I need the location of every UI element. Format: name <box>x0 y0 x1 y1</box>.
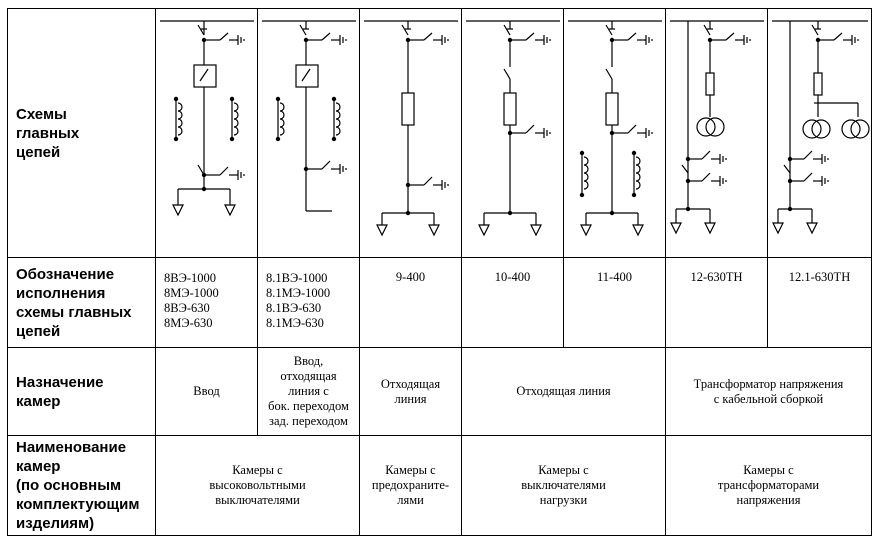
header-line: Схемы <box>16 105 67 123</box>
naming-text: нагрузки <box>539 493 588 507</box>
designation-cell-12: 12-630ТН <box>665 257 768 348</box>
designation-code: 10-400 <box>494 270 531 284</box>
header-line: камер <box>16 458 61 475</box>
naming-cell-load-switches: Камеры с выключателями нагрузки <box>461 435 666 536</box>
header-line: Наименование <box>16 439 127 456</box>
scheme-diagram-8-1 <box>257 8 360 258</box>
designation-cell-8: 8ВЭ-1000 8МЭ-1000 8ВЭ-630 8МЭ-630 <box>155 257 258 348</box>
naming-text: Камеры с <box>232 463 283 477</box>
naming-text: Камеры с <box>743 463 794 477</box>
header-line: изделиям) <box>16 515 95 532</box>
purpose-text: Трансформатор напряжения <box>693 376 844 391</box>
purpose-text: бок. переходом <box>268 399 349 413</box>
designation-cell-10: 10-400 <box>461 257 564 348</box>
naming-cell-fuses: Камеры с предохраните- лями <box>359 435 462 536</box>
purpose-cell-8-1: Ввод, отходящая линия с бок. переходом з… <box>257 347 360 436</box>
designation-cell-8-1: 8.1ВЭ-1000 8.1МЭ-1000 8.1ВЭ-630 8.1МЭ-63… <box>257 257 360 348</box>
purpose-text: Отходящая линия <box>516 384 611 398</box>
header-line: комплектующим <box>16 496 140 513</box>
naming-text: Камеры с <box>538 463 589 477</box>
row-naming: Наименование камер (по основным комплект… <box>7 435 872 536</box>
designation-code: 11-400 <box>597 270 632 284</box>
designation-code: 9-400 <box>395 270 426 284</box>
naming-text: напряжения <box>736 493 801 507</box>
row-header-naming: Наименование камер (по основным комплект… <box>7 435 156 536</box>
naming-text: трансформаторами <box>717 478 820 492</box>
row-header-designation: Обозначение исполнения схемы главных цеп… <box>7 257 156 348</box>
purpose-text: отходящая <box>280 369 337 383</box>
designation-cell-9: 9-400 <box>359 257 462 348</box>
naming-text: выключателями <box>521 478 606 492</box>
naming-text: Камеры с <box>385 463 436 477</box>
designation-code: 8.1МЭ-630 <box>266 316 324 330</box>
designation-code: 12.1-630ТН <box>788 270 851 284</box>
naming-text: высоковольтными <box>209 478 306 492</box>
header-line: цепей <box>16 143 61 161</box>
purpose-text: Ввод, <box>293 354 324 368</box>
header-line: главных <box>16 124 80 142</box>
header-line: (по основным <box>16 477 122 494</box>
scheme-diagram-8 <box>155 8 258 258</box>
purpose-text: линия с <box>288 384 329 398</box>
designation-code: 8МЭ-630 <box>164 316 213 330</box>
naming-cell-transformers: Камеры с трансформаторами напряжения <box>665 435 872 536</box>
designation-code: 8ВЭ-630 <box>164 301 210 315</box>
purpose-text: зад. переходом <box>269 414 348 428</box>
header-line: исполнения <box>16 284 106 302</box>
scheme-diagram-11 <box>563 8 666 258</box>
circuit-scheme-table: Схемы главных цепей <box>7 8 872 536</box>
naming-text: предохраните- <box>371 478 450 492</box>
header-line: Обозначение <box>16 265 115 283</box>
row-schemes: Схемы главных цепей <box>7 8 872 258</box>
designation-code: 8.1ВЭ-1000 <box>266 271 328 285</box>
row-designation: Обозначение исполнения схемы главных цеп… <box>7 257 872 348</box>
scheme-diagram-12 <box>665 8 768 258</box>
row-header-purpose: Назначение камер <box>7 347 156 436</box>
purpose-cell-9: Отходящая линия <box>359 347 462 436</box>
designation-code: 8ВЭ-1000 <box>164 271 217 285</box>
header-line: схемы главных <box>16 303 132 321</box>
designation-code: 12-630ТН <box>690 270 743 284</box>
header-line: камер <box>16 392 61 410</box>
row-purpose: Назначение камер Ввод Ввод, отходящая ли… <box>7 347 872 436</box>
row-header-schemes: Схемы главных цепей <box>7 8 156 258</box>
purpose-cell-12: Трансформатор напряжения с кабельной сбо… <box>665 347 872 436</box>
designation-cell-12-1: 12.1-630ТН <box>767 257 872 348</box>
scheme-diagram-12-1 <box>767 8 872 258</box>
designation-cell-11: 11-400 <box>563 257 666 348</box>
designation-code: 8.1ВЭ-630 <box>266 301 322 315</box>
naming-text: выключателями <box>215 493 300 507</box>
naming-text: лями <box>397 493 424 507</box>
naming-cell-breakers: Камеры с высоковольтными выключателями <box>155 435 360 536</box>
header-line: Назначение <box>16 373 104 391</box>
designation-code: 8МЭ-1000 <box>164 286 219 300</box>
scheme-diagram-10 <box>461 8 564 258</box>
purpose-cell-10-11: Отходящая линия <box>461 347 666 436</box>
purpose-text: линия <box>394 391 427 406</box>
purpose-text: Ввод <box>193 384 220 398</box>
purpose-cell-8: Ввод <box>155 347 258 436</box>
purpose-text: с кабельной сборкой <box>713 391 824 406</box>
purpose-text: Отходящая <box>380 376 441 391</box>
scheme-diagram-9 <box>359 8 462 258</box>
designation-code: 8.1МЭ-1000 <box>266 286 331 300</box>
header-line: цепей <box>16 322 61 340</box>
